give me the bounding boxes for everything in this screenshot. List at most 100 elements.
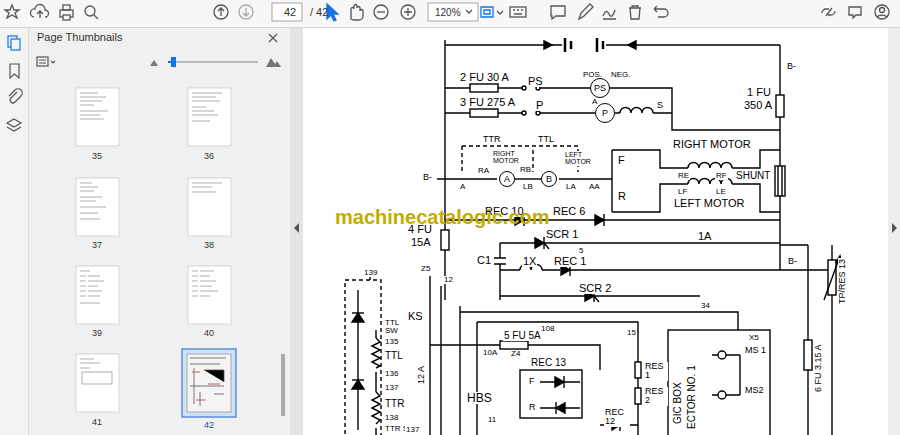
- page-number: 41: [91, 418, 103, 427]
- page-number: 38: [203, 241, 215, 250]
- sidebar-icon: [269, 34, 277, 42]
- page-thumbnail: [188, 88, 231, 146]
- circuit-wiring: [563, 376, 564, 388]
- circuit-label: 2 FU 30 A: [459, 72, 510, 83]
- circuit-wiring: [612, 184, 780, 212]
- circuit-label: 138: [384, 414, 399, 422]
- toolbar-icon: [351, 5, 363, 21]
- circuit-wiring: [345, 280, 381, 435]
- sidebar-icon: [266, 58, 281, 67]
- page-number: 35: [91, 152, 103, 161]
- toolbar-icon: [497, 11, 503, 14]
- circuit-label: RIGHT MOTOR: [492, 150, 524, 165]
- circuit-wiring: [500, 245, 832, 270]
- viewer-chrome: [28, 28, 29, 435]
- circuit-label: LB: [522, 183, 534, 191]
- circuit-label: 137: [405, 426, 420, 434]
- circuit-label: RA: [477, 167, 490, 175]
- circuit-wiring: [372, 392, 380, 424]
- circuit-label: 6 FU 3.15 A: [814, 343, 823, 393]
- page-number: 42: [203, 421, 215, 430]
- circuit-label: 350 A: [743, 100, 773, 111]
- circuit-label: 5 FU 5A: [503, 331, 542, 341]
- toolbar-icon: [579, 4, 593, 19]
- circuit-wiring: [779, 45, 780, 270]
- toolbar-icon: [654, 6, 668, 17]
- page-thumbnail: [182, 349, 236, 417]
- toolbar-icon: [603, 10, 616, 19]
- circuit-label: TTR: [482, 135, 502, 144]
- circuit-label: P: [535, 100, 544, 111]
- circuit-label: 12: [443, 276, 454, 284]
- circuit-label: 135: [384, 338, 399, 346]
- circuit-label: 137: [384, 384, 399, 392]
- motor-symbol-text: PS: [594, 84, 606, 93]
- circuit-label: 15A: [410, 237, 432, 248]
- circuit-label: 12 A: [417, 365, 426, 385]
- circuit-label: Z4: [510, 350, 521, 358]
- circuit-label: 5: [578, 247, 584, 255]
- circuit-label: GIC BOX: [673, 381, 683, 425]
- toolbar-icon: [510, 7, 526, 17]
- circuit-label: B-: [422, 173, 433, 182]
- viewer-chrome: [0, 27, 900, 28]
- page-thumbnail: [80, 93, 108, 119]
- page-number: 40: [203, 329, 215, 338]
- circuit-wiring: [460, 312, 738, 330]
- circuit-label: S: [656, 101, 664, 110]
- toolbar-icon: [466, 10, 472, 13]
- sidebar-icon: [39, 60, 46, 63]
- page-thumbnail: [76, 354, 119, 412]
- circuit-wiring: [444, 40, 445, 300]
- circuit-wiring: [500, 295, 700, 296]
- page-thumbnail: [82, 372, 112, 384]
- circuit-label: 34: [700, 302, 711, 310]
- circuit-wiring: [522, 86, 526, 90]
- sidebar-icon: [168, 61, 258, 63]
- circuit-label: NEG.: [610, 71, 632, 79]
- motor-circle: PS: [590, 78, 610, 98]
- page-thumbnail: [76, 266, 119, 324]
- watermark: machinecatalogic.com: [334, 207, 551, 227]
- circuit-label: TTR: [384, 399, 405, 409]
- toolbar-icon: [243, 8, 249, 16]
- circuit-label: 136: [384, 370, 399, 378]
- toolbar-icon: [404, 8, 412, 16]
- circuit-label: SHUNT: [735, 171, 771, 181]
- circuit-wiring: [520, 370, 582, 418]
- toolbar-icon: [214, 5, 228, 19]
- circuit-wiring: [345, 38, 841, 435]
- page-thumbnail: [76, 88, 236, 417]
- motor-circle: P: [595, 103, 615, 123]
- viewer-chrome: [892, 223, 897, 233]
- circuit-label: RB: [519, 166, 532, 174]
- circuit-label: A: [459, 183, 466, 191]
- circuit-wiring: [500, 243, 780, 300]
- sidebar-icon: [10, 64, 19, 78]
- circuit-label: 108: [540, 325, 555, 333]
- toolbar-icon: [239, 5, 253, 19]
- toolbar-icon: [877, 15, 887, 17]
- sidebar-icon: [37, 57, 48, 66]
- circuit-label: TTL: [384, 351, 404, 361]
- circuit-wiring: [445, 44, 780, 45]
- circuit-label: REC 6: [552, 206, 586, 217]
- page-thumbnail: [80, 271, 104, 303]
- page-thumbnail: [188, 266, 231, 324]
- circuit-wiring: [718, 351, 726, 359]
- circuit-wiring: [536, 111, 540, 115]
- circuit-wiring: [522, 111, 526, 115]
- page-thumbnail: [192, 93, 222, 121]
- wire-connector: [515, 178, 541, 179]
- viewer-chrome: [0, 28, 28, 435]
- toolbar-icon: [551, 6, 565, 19]
- toolbar-icon: [272, 3, 302, 21]
- circuit-wiring: [775, 166, 785, 196]
- circuit-wiring: [635, 388, 641, 404]
- motor-symbol-text: A: [504, 175, 510, 184]
- toolbar-text: 42: [283, 7, 297, 18]
- circuit-wiring: [718, 391, 726, 399]
- circuit-wiring: [668, 330, 770, 435]
